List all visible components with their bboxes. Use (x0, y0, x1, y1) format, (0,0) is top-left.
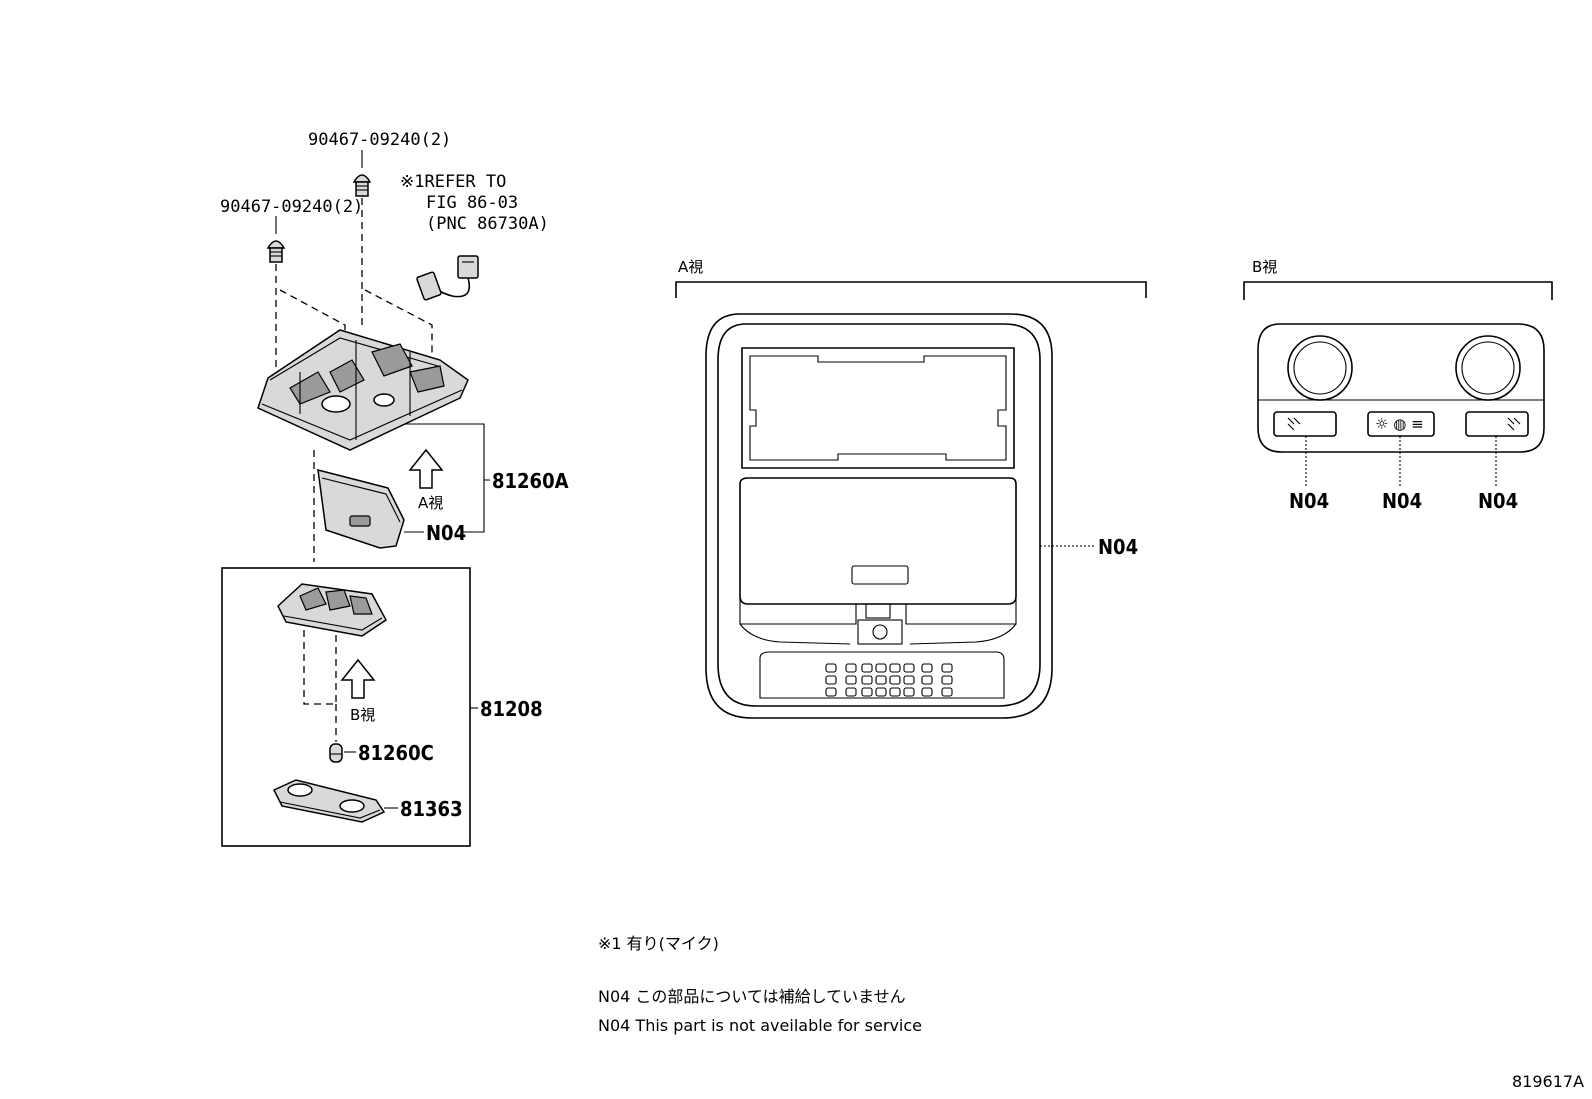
grille-hole (921, 687, 933, 697)
view-b-arrow-icon (340, 658, 376, 699)
grille-hole (845, 675, 857, 685)
view-a-bracket (675, 281, 1147, 298)
grille-hole (825, 675, 837, 685)
grille-hole (941, 687, 953, 697)
view-a-arrow-label: A視 (418, 494, 443, 512)
grille-hole (941, 675, 953, 685)
map-light-left-button[interactable] (1273, 411, 1337, 437)
dome-switch-glyphs-icon: ☼ ◍ ≡ (1375, 415, 1424, 433)
bulb-81260C-icon[interactable] (329, 743, 343, 763)
note-mic: ※1 有り(マイク) (598, 934, 719, 953)
screw-left-icon[interactable] (266, 240, 286, 263)
grille-hole (875, 687, 887, 697)
microphone-connector-icon[interactable] (416, 255, 479, 301)
note-n04-jp: N04 この部品については補給していません (598, 987, 906, 1006)
grille-hole (889, 675, 901, 685)
grille-hole (875, 663, 887, 673)
leader-81260A-bottom (462, 480, 485, 533)
grille-hole (845, 687, 857, 697)
reflector-81363[interactable] (272, 779, 386, 823)
grille-hole (903, 663, 915, 673)
figure-id: 819617A (1512, 1072, 1584, 1091)
lens-cover-n04[interactable] (317, 468, 405, 549)
view-a-console[interactable] (705, 313, 1053, 719)
n04-label-b3[interactable]: N04 (1478, 489, 1518, 513)
screw-top-icon[interactable] (352, 174, 372, 197)
n04-label-b1[interactable]: N04 (1289, 489, 1329, 513)
view-b-title: B視 (1252, 258, 1277, 276)
refer-note-line2: FIG 86-03 (426, 193, 518, 213)
dash-housing-left (279, 289, 346, 335)
switch-assembly[interactable] (277, 583, 387, 637)
assembly-81208-box (221, 567, 471, 847)
grille-hole (941, 663, 953, 673)
screw-left-label[interactable]: 90467-09240(2) (220, 197, 363, 217)
map-light-right-button[interactable] (1465, 411, 1529, 437)
overhead-console-housing[interactable] (257, 329, 469, 451)
note-n04-en: N04 This part is not aveilable for servi… (598, 1016, 922, 1035)
grille-hole (921, 663, 933, 673)
view-a-title: A視 (678, 258, 703, 276)
n04-label-b2[interactable]: N04 (1382, 489, 1422, 513)
dash-housing-right (364, 289, 433, 365)
view-b-arrow-label: B視 (350, 706, 375, 724)
part-81363-label[interactable]: 81363 (400, 797, 463, 821)
grille-hole (825, 663, 837, 673)
grille-hole (889, 663, 901, 673)
dome-light-center-button[interactable]: ☼ ◍ ≡ (1367, 411, 1435, 437)
grille-hole (921, 675, 933, 685)
refer-note-line1: ※1REFER TO (400, 172, 506, 192)
grille-hole (889, 687, 901, 697)
grille-hole (903, 675, 915, 685)
part-81260C-label[interactable]: 81260C (358, 741, 434, 765)
view-a-arrow-icon (408, 448, 444, 489)
part-81260A-label[interactable]: 81260A (492, 469, 569, 493)
view-b-bracket (1243, 281, 1553, 300)
grille-hole (861, 663, 873, 673)
n04-label-left[interactable]: N04 (426, 521, 466, 545)
refer-note-line3: (PNC 86730A) (426, 214, 549, 234)
grille-hole (875, 675, 887, 685)
leader-81260A-top (404, 423, 490, 481)
screw-top-label[interactable]: 90467-09240(2) (308, 130, 451, 150)
dash-switch-bulb (303, 630, 337, 705)
grille-hole (845, 663, 857, 673)
part-81208-label[interactable]: 81208 (480, 697, 543, 721)
grille-hole (861, 675, 873, 685)
microphone-grille (825, 663, 953, 697)
grille-hole (825, 687, 837, 697)
view-b-switch-panel[interactable] (1257, 323, 1545, 453)
grille-hole (903, 687, 915, 697)
n04-label-view-a[interactable]: N04 (1098, 535, 1138, 559)
grille-hole (861, 687, 873, 697)
